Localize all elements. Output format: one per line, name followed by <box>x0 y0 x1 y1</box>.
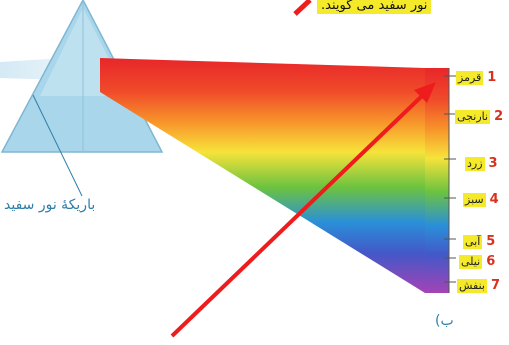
band-number: 1 <box>487 70 497 85</box>
band-name: آبی <box>463 235 483 249</box>
band-name: بنفش <box>457 279 487 293</box>
white-light-pointer <box>32 94 83 197</box>
band-number: 5 <box>486 234 496 249</box>
dispersed-spectrum <box>100 58 425 293</box>
band-name: نارنجی <box>455 110 491 124</box>
band-number: 6 <box>486 254 496 269</box>
spectrum-screen <box>425 68 449 293</box>
figure-letter: ب) <box>435 313 454 329</box>
band-name: زرد <box>465 157 485 171</box>
band-name: نیلی <box>459 255 483 269</box>
white-light-label: باریکهٔ نور سفید <box>4 197 96 213</box>
band-number: 3 <box>488 156 498 171</box>
band-number: 4 <box>489 192 499 207</box>
band-name: سبز <box>463 193 486 207</box>
red-arrow-shaft <box>170 92 426 338</box>
band-number: 2 <box>494 109 504 124</box>
red-arrow-head <box>414 82 436 103</box>
band-name: قرمز <box>456 71 484 85</box>
top-caption: نور سفید می گویند. <box>317 0 432 14</box>
top-red-stroke <box>293 0 312 16</box>
band-number: 7 <box>490 278 501 293</box>
